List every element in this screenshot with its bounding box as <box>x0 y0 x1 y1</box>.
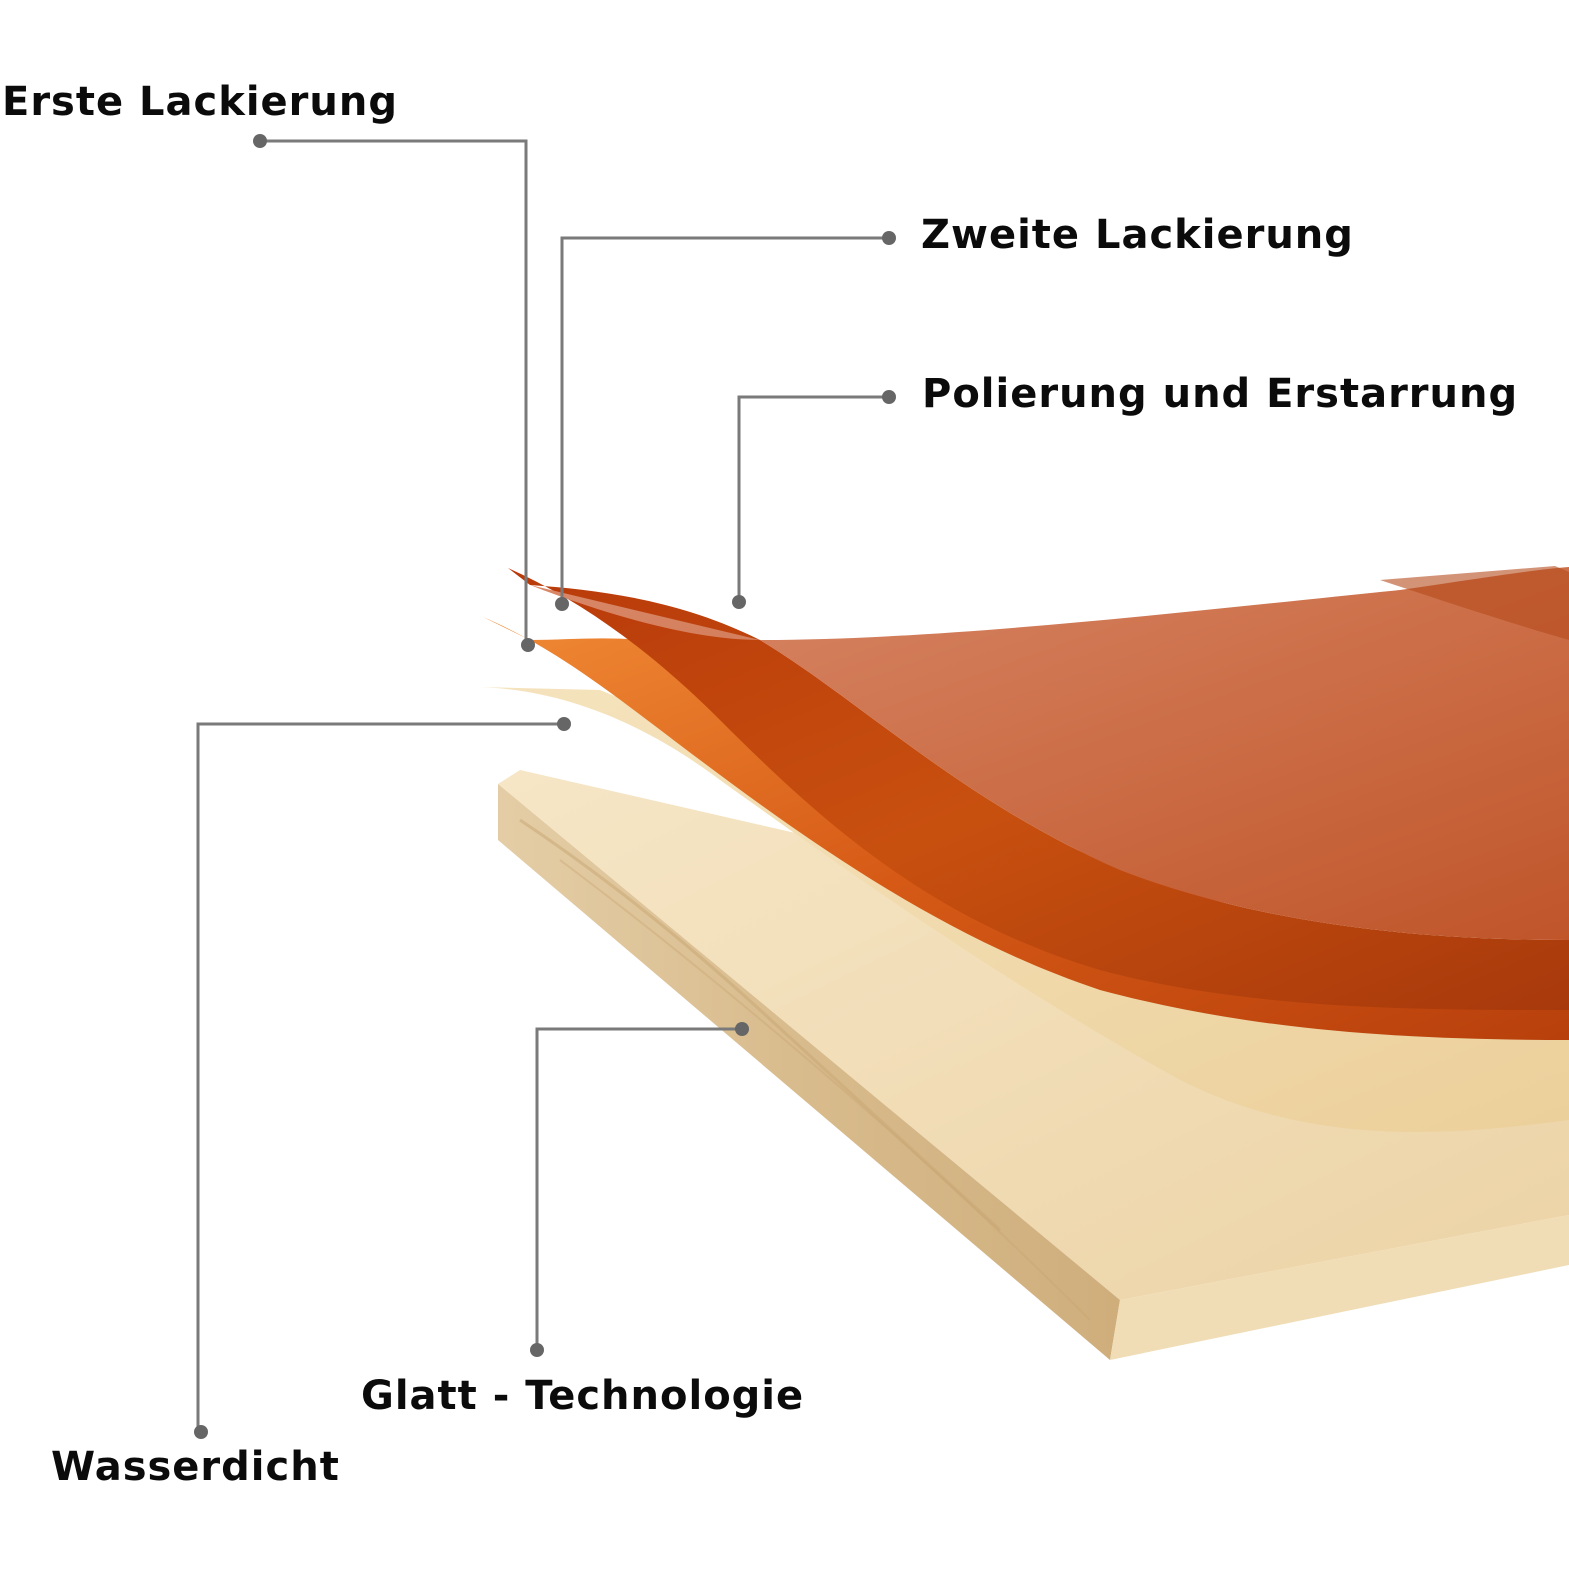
label-erste-lackierung: Erste Lackierung <box>2 79 398 125</box>
leader-lines <box>196 139 889 1432</box>
label-polierung-erstarrung: Polierung und Erstarrung <box>922 371 1519 417</box>
dot-zweite-end <box>555 597 569 611</box>
dot-zweite-start <box>882 231 896 245</box>
leader-line-glatt <box>535 1027 742 1350</box>
dot-erste-start <box>253 134 267 148</box>
wood-board <box>498 770 1569 1360</box>
label-zweite-lackierung: Zweite Lackierung <box>921 212 1354 258</box>
dot-glatt-start <box>735 1022 749 1036</box>
leader-line-erste <box>260 139 528 645</box>
label-glatt-technologie: Glatt - Technologie <box>361 1373 805 1419</box>
leader-dots <box>194 134 896 1439</box>
leader-line-zweite <box>560 236 889 604</box>
dot-polierung-start <box>882 390 896 404</box>
dot-wasserdicht-end <box>194 1425 208 1439</box>
label-wasserdicht: Wasserdicht <box>51 1444 340 1490</box>
dot-erste-end <box>521 638 535 652</box>
leader-line-wasserdicht <box>196 722 564 1432</box>
top-lacquer-sheet <box>508 566 1569 1010</box>
dot-wasserdicht-start <box>557 717 571 731</box>
dot-polierung-end <box>732 595 746 609</box>
leader-line-polierung <box>737 395 889 602</box>
dot-glatt-end <box>530 1343 544 1357</box>
